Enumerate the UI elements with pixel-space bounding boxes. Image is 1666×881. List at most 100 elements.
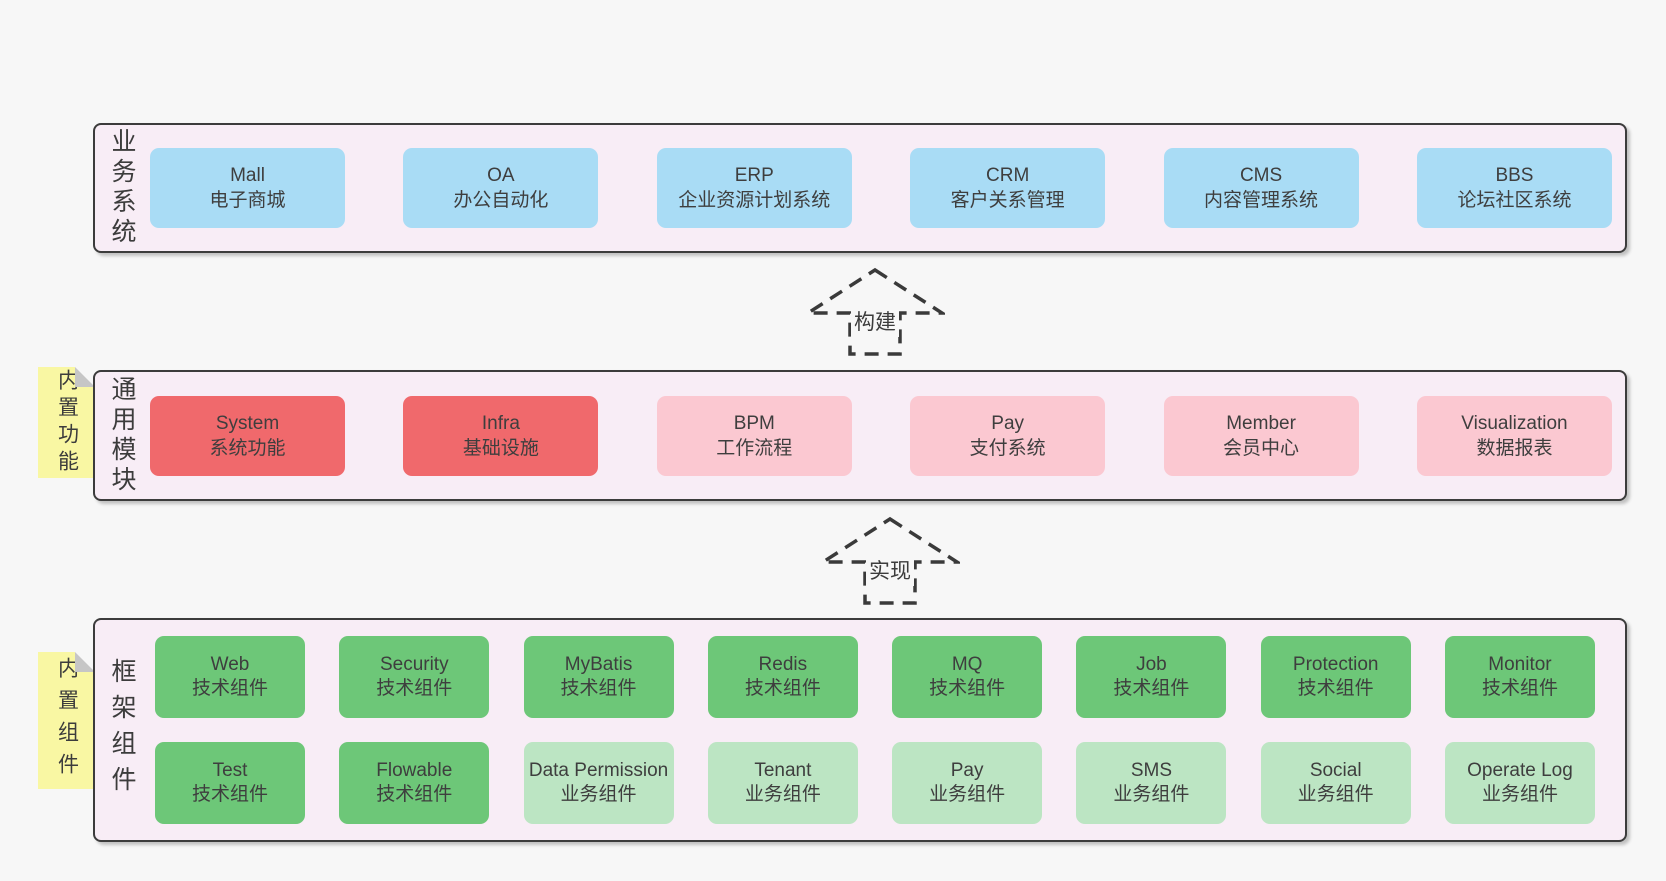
box-crm: CRM 客户关系管理 xyxy=(910,148,1106,228)
box-subtitle: 技术组件 xyxy=(1297,678,1374,699)
box-infra: Infra 基础设施 xyxy=(403,395,599,476)
dashed-up-arrow-icon xyxy=(805,267,945,356)
box-subtitle: 技术组件 xyxy=(376,784,453,805)
sticky-note-builtin-features: 内置功能 xyxy=(38,367,95,478)
box-subtitle: 业务组件 xyxy=(560,784,637,805)
box-redis: Redis 技术组件 xyxy=(707,636,858,718)
box-flowable: Flowable 技术组件 xyxy=(339,742,490,824)
box-title: MyBatis xyxy=(564,654,633,675)
box-data-permission: Data Permission 业务组件 xyxy=(523,742,674,824)
box-title: Infra xyxy=(481,412,520,434)
box-member: Member 会员中心 xyxy=(1163,395,1359,476)
arrow-build: 构建 xyxy=(805,267,945,357)
box-subtitle: 基础设施 xyxy=(462,437,539,459)
box-title: BPM xyxy=(733,412,775,434)
box-subtitle: 技术组件 xyxy=(191,784,268,805)
box-title: SMS xyxy=(1130,760,1172,781)
box-social: Social 业务组件 xyxy=(1260,742,1411,824)
box-title: Web xyxy=(210,654,250,675)
box-title: Security xyxy=(379,654,449,675)
box-bbs: BBS 论坛社区系统 xyxy=(1416,148,1612,228)
box-operate-log: Operate Log 业务组件 xyxy=(1444,742,1595,824)
box-mall: Mall 电子商城 xyxy=(150,148,345,228)
box-protection: Protection 技术组件 xyxy=(1260,636,1411,718)
box-subtitle: 技术组件 xyxy=(744,678,821,699)
box-system: System 系统功能 xyxy=(150,395,345,476)
box-subtitle: 论坛社区系统 xyxy=(1457,190,1572,211)
box-title: Redis xyxy=(758,654,808,675)
box-monitor: Monitor 技术组件 xyxy=(1444,636,1595,718)
box-title: Tenant xyxy=(754,760,812,781)
box-title: CMS xyxy=(1239,165,1283,186)
box-mq: MQ 技术组件 xyxy=(892,636,1043,718)
box-title: OA xyxy=(487,165,515,186)
box-title: Pay xyxy=(950,760,984,781)
sticky-note-builtin-components: 内置组件 xyxy=(38,652,95,789)
band-business-systems: 业务系统 Mall 电子商城 OA 办公自动化 ERP 企业资源计划系统 CRM… xyxy=(93,123,1627,253)
box-sms: SMS 业务组件 xyxy=(1076,742,1227,824)
box-subtitle: 技术组件 xyxy=(560,678,637,699)
box-subtitle: 业务组件 xyxy=(1113,784,1190,805)
box-title: Flowable xyxy=(376,760,453,781)
box-pay: Pay 支付系统 xyxy=(910,395,1106,476)
box-title: MQ xyxy=(951,654,983,675)
modules-box-row: System 系统功能 Infra 基础设施 BPM 工作流程 Pay 支付系统… xyxy=(150,372,1612,499)
sticky-note-label: 内置组件 xyxy=(55,656,79,785)
box-subtitle: 业务组件 xyxy=(1481,784,1558,805)
components-row-1: Web 技术组件 Security 技术组件 MyBatis 技术组件 Redi… xyxy=(155,636,1595,718)
components-row-2: Test 技术组件 Flowable 技术组件 Data Permission … xyxy=(155,742,1595,824)
box-title: Mall xyxy=(230,165,265,186)
box-mybatis: MyBatis 技术组件 xyxy=(523,636,674,718)
box-title: Job xyxy=(1136,654,1167,675)
box-title: System xyxy=(215,412,280,434)
box-visualization: Visualization 数据报表 xyxy=(1416,395,1612,476)
box-test: Test 技术组件 xyxy=(155,742,305,824)
box-subtitle: 业务组件 xyxy=(929,784,1006,805)
box-title: Member xyxy=(1226,412,1296,434)
box-subtitle: 客户关系管理 xyxy=(950,190,1065,211)
box-title: Social xyxy=(1309,760,1362,781)
band-common-modules: 通用模块 System 系统功能 Infra 基础设施 BPM 工作流程 Pay… xyxy=(93,370,1627,501)
box-bpm: BPM 工作流程 xyxy=(656,395,852,476)
box-title: Operate Log xyxy=(1467,760,1573,781)
box-title: Pay xyxy=(991,412,1025,434)
box-web: Web 技术组件 xyxy=(155,636,305,718)
box-subtitle: 技术组件 xyxy=(376,678,453,699)
components-grid: Web 技术组件 Security 技术组件 MyBatis 技术组件 Redi… xyxy=(155,620,1595,840)
box-title: Test xyxy=(212,760,248,781)
box-security: Security 技术组件 xyxy=(339,636,490,718)
box-subtitle: 技术组件 xyxy=(929,678,1006,699)
box-subtitle: 会员中心 xyxy=(1223,437,1300,459)
box-title: Protection xyxy=(1292,654,1379,675)
box-pay-business: Pay 业务组件 xyxy=(892,742,1043,824)
box-title: CRM xyxy=(986,165,1030,186)
box-title: Visualization xyxy=(1461,412,1568,434)
box-title: ERP xyxy=(734,165,774,186)
band-framework-components: 框架组件 Web 技术组件 Security 技术组件 MyBatis 技术组件… xyxy=(93,618,1627,842)
arrow-implement: 实现 xyxy=(820,516,960,606)
box-subtitle: 技术组件 xyxy=(1113,678,1190,699)
box-subtitle: 数据报表 xyxy=(1476,437,1553,459)
box-oa: OA 办公自动化 xyxy=(403,148,599,228)
box-job: Job 技术组件 xyxy=(1076,636,1227,718)
business-box-row: Mall 电子商城 OA 办公自动化 ERP 企业资源计划系统 CRM 客户关系… xyxy=(150,125,1612,251)
box-subtitle: 系统功能 xyxy=(209,437,286,459)
sticky-note-label: 内置功能 xyxy=(55,368,79,477)
box-subtitle: 内容管理系统 xyxy=(1204,190,1319,211)
box-subtitle: 企业资源计划系统 xyxy=(678,190,831,211)
box-subtitle: 办公自动化 xyxy=(453,190,549,211)
box-erp: ERP 企业资源计划系统 xyxy=(656,148,852,228)
box-subtitle: 业务组件 xyxy=(744,784,821,805)
box-subtitle: 支付系统 xyxy=(969,437,1046,459)
box-title: Data Permission xyxy=(528,760,669,781)
box-subtitle: 技术组件 xyxy=(191,678,268,699)
arrow-implement-label: 实现 xyxy=(866,554,914,586)
band-label-common-modules: 通用模块 xyxy=(108,375,136,496)
dashed-up-arrow-icon xyxy=(820,516,960,605)
band-label-framework-components: 框架组件 xyxy=(108,658,136,802)
arrow-build-label: 构建 xyxy=(851,305,899,337)
box-subtitle: 业务组件 xyxy=(1297,784,1374,805)
box-title: Monitor xyxy=(1488,654,1552,675)
box-subtitle: 技术组件 xyxy=(1481,678,1558,699)
